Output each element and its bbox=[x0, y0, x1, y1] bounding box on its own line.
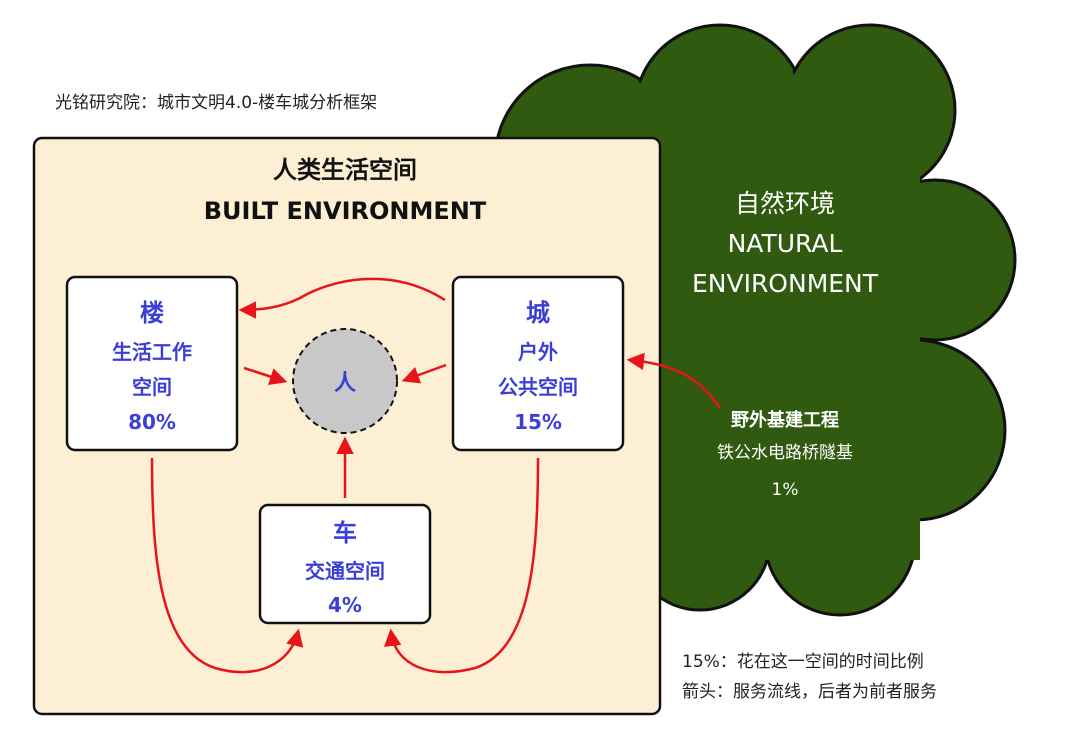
arrow-cheng-to-lou bbox=[238, 277, 446, 319]
legend-arrow-note: 箭头：服务流线，后者为前者服务 bbox=[682, 682, 937, 702]
node-lou: 楼 生活工作 空间 80% bbox=[65, 275, 239, 452]
node-cheng-line1: 户外 bbox=[518, 340, 558, 364]
node-lou-line1: 生活工作 bbox=[112, 340, 192, 364]
node-cheng-title: 城 bbox=[526, 299, 550, 327]
node-ren-circle bbox=[292, 328, 398, 434]
node-che-line1: 交通空间 bbox=[305, 559, 385, 583]
node-cheng: 城 户外 公共空间 15% bbox=[451, 275, 625, 452]
node-che-box bbox=[258, 503, 432, 625]
node-cheng-percent: 15% bbox=[514, 410, 562, 434]
node-lou-percent: 80% bbox=[128, 410, 176, 434]
node-lou-box bbox=[65, 275, 239, 452]
arrow-lou-to-ren bbox=[243, 366, 288, 385]
natural-environment-title-en-2: ENVIRONMENT bbox=[692, 269, 879, 298]
built-environment-title-en: BUILT ENVIRONMENT bbox=[204, 197, 487, 225]
node-lou-line2: 空间 bbox=[132, 375, 172, 399]
node-cheng-box bbox=[451, 275, 625, 452]
node-che-title: 车 bbox=[333, 519, 357, 547]
arrow-cheng-to-ren bbox=[401, 363, 447, 384]
node-che-percent: 4% bbox=[328, 593, 362, 617]
natural-environment-title-en-1: NATURAL bbox=[728, 229, 843, 258]
infrastructure-percent: 1% bbox=[772, 480, 799, 500]
arrow-lou-to-che bbox=[150, 457, 304, 674]
natural-environment-title-cn: 自然环境 bbox=[735, 189, 835, 218]
built-environment-title-cn: 人类生活空间 bbox=[273, 156, 417, 184]
node-ren-label: 人 bbox=[334, 371, 356, 396]
arrow-cheng-to-che bbox=[384, 457, 540, 674]
node-lou-title: 楼 bbox=[140, 299, 164, 327]
node-che: 车 交通空间 4% bbox=[258, 503, 432, 625]
infrastructure-title: 野外基建工程 bbox=[731, 409, 839, 431]
node-ren: 人 bbox=[292, 328, 398, 434]
service-arrows bbox=[150, 277, 722, 674]
infrastructure-items: 铁公水电路桥隧基 bbox=[717, 443, 853, 463]
arrow-infra-to-cheng bbox=[626, 352, 722, 409]
source-note: 光铭研究院：城市文明4.0-楼车城分析框架 bbox=[55, 93, 377, 113]
legend-percent-note: 15%：花在这一空间的时间比例 bbox=[682, 652, 924, 672]
node-cheng-line2: 公共空间 bbox=[498, 375, 578, 399]
